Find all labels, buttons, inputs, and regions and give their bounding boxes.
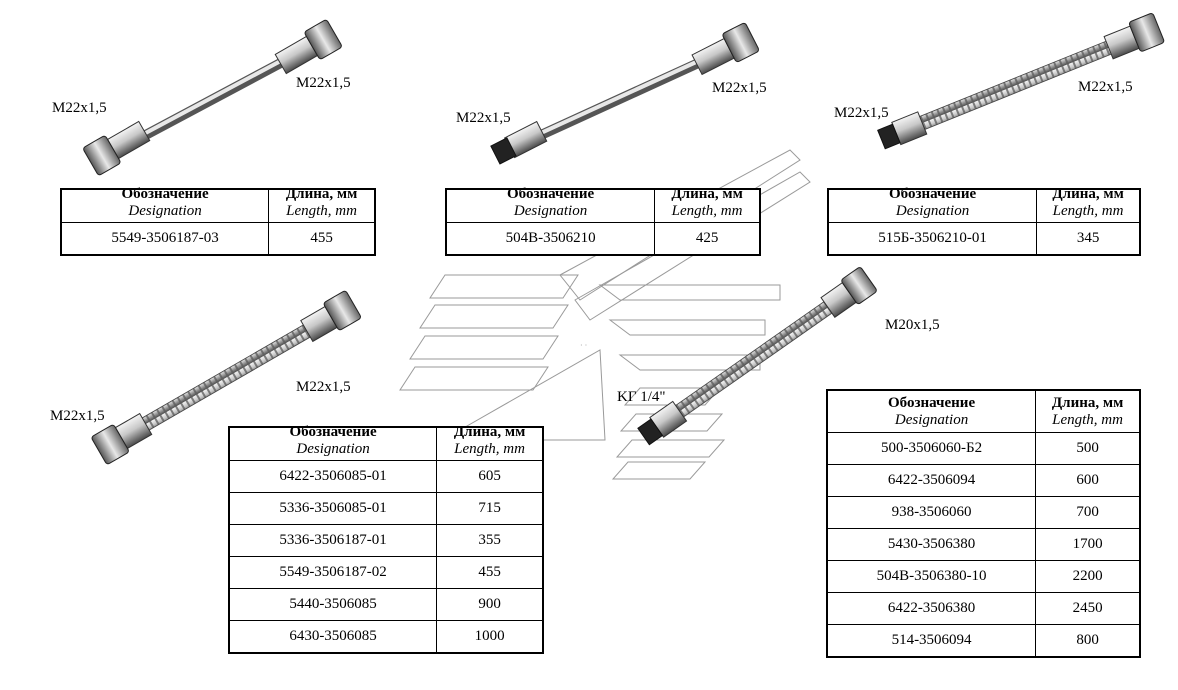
hose-assembly-1 <box>83 19 342 176</box>
hose-assembly-2 <box>490 22 760 165</box>
designation-cell: 6430-3506085 <box>228 620 438 654</box>
length-cell: 2450 <box>1035 592 1141 625</box>
svg-text:· ·: · · <box>580 341 587 350</box>
length-cell: 355 <box>436 524 544 557</box>
hose-assembly-3 <box>877 13 1165 150</box>
hose-assembly-5 <box>637 267 877 446</box>
thread-label-hose4-left: M22x1,5 <box>50 408 105 424</box>
hose-assembly-4 <box>91 290 361 465</box>
length-cell: 715 <box>436 492 544 525</box>
thread-label-hose1-right: M22x1,5 <box>296 75 351 91</box>
designation-cell: 500-3506060-Б2 <box>826 432 1037 465</box>
designation-cell: 6422-3506094 <box>826 464 1037 497</box>
designation-cell: 6422-3506380 <box>826 592 1037 625</box>
thread-label-hose5-left: KГ 1/4" <box>617 389 666 405</box>
designation-cell: 514-3506094 <box>826 624 1037 658</box>
designation-cell: 5549-3506187-03 <box>60 222 270 256</box>
designation-cell: 5336-3506085-01 <box>228 492 438 525</box>
designation-cell: 515Б-3506210-01 <box>827 222 1038 256</box>
length-cell: 600 <box>1035 464 1141 497</box>
thread-label-hose5-right: M20x1,5 <box>885 317 940 333</box>
thread-label-hose1-left: M22x1,5 <box>52 100 107 116</box>
length-cell: 1000 <box>436 620 544 654</box>
table-row: 5549-3506187-03 455 <box>60 222 376 256</box>
designation-cell: 504B-3506210 <box>445 222 656 256</box>
table-row: 504B-3506210 425 <box>445 222 761 256</box>
designation-cell: 5549-3506187-02 <box>228 556 438 589</box>
length-cell: 500 <box>1035 432 1141 465</box>
thread-label-hose3-right: M22x1,5 <box>1078 79 1133 95</box>
designation-cell: 938-3506060 <box>826 496 1037 529</box>
designation-cell: 5440-3506085 <box>228 588 438 621</box>
thread-label-hose2-right: M22x1,5 <box>712 80 767 96</box>
designation-cell: 5430-3506380 <box>826 528 1037 561</box>
thread-label-hose3-left: M22x1,5 <box>834 105 889 121</box>
length-cell: 700 <box>1035 496 1141 529</box>
length-cell: 800 <box>1035 624 1141 658</box>
designation-cell: 504B-3506380-10 <box>826 560 1037 593</box>
designation-cell: 6422-3506085-01 <box>228 460 438 493</box>
length-cell: 900 <box>436 588 544 621</box>
length-cell: 455 <box>268 222 376 256</box>
length-cell: 455 <box>436 556 544 589</box>
length-cell: 605 <box>436 460 544 493</box>
length-cell: 425 <box>654 222 761 256</box>
length-cell: 1700 <box>1035 528 1141 561</box>
thread-label-hose4-right: M22x1,5 <box>296 379 351 395</box>
length-cell: 345 <box>1036 222 1141 256</box>
designation-cell: 5336-3506187-01 <box>228 524 438 557</box>
table-row: 515Б-3506210-01 345 <box>827 222 1141 256</box>
length-cell: 2200 <box>1035 560 1141 593</box>
thread-label-hose2-left: M22x1,5 <box>456 110 511 126</box>
